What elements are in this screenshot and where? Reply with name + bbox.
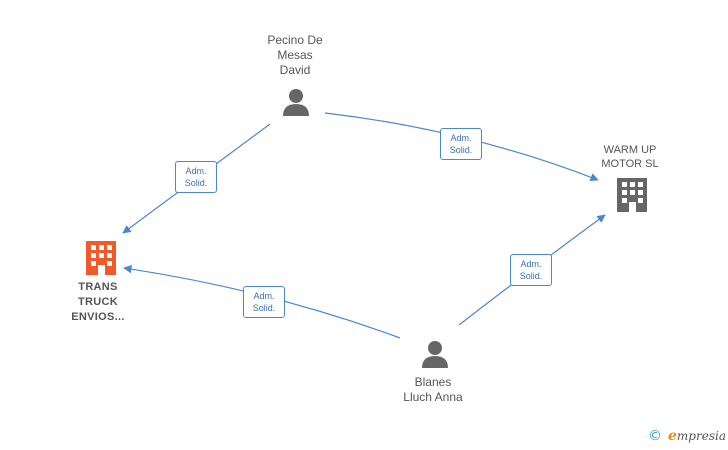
person-icon[interactable] [422, 341, 448, 368]
edge-badge-line2: Solid. [184, 178, 208, 188]
building-highlight-icon[interactable] [86, 241, 116, 275]
node-label-warmup[interactable]: WARM UP MOTOR SL [601, 144, 659, 170]
edge-badge-line2: Solid. [519, 271, 543, 281]
edge-badge-line1: Adm. [253, 291, 275, 301]
edge-badge-pecino-warmup: Adm. Solid. [440, 128, 482, 160]
building-icon[interactable] [617, 178, 647, 212]
node-label-transtruck[interactable]: TRANS TRUCK ENVIOS... [71, 281, 125, 323]
node-label-pecino[interactable]: Pecino De Mesas David [267, 33, 323, 77]
brand-text: mpresia [676, 429, 726, 443]
person-icon[interactable] [283, 89, 309, 116]
brand-logo[interactable]: empresia [668, 428, 726, 444]
edge-badge-line2: Solid. [252, 303, 276, 313]
edge-badge-line1: Adm. [185, 166, 207, 176]
node-label-blanes[interactable]: Blanes Lluch Anna [403, 375, 463, 404]
edge-badge-line1: Adm. [520, 259, 542, 269]
edge-badge-line2: Solid. [449, 145, 473, 155]
copyright-icon: © [648, 428, 662, 444]
edge-badge-blanes-warmup: Adm. Solid. [510, 254, 552, 286]
edge-badge-line1: Adm. [450, 133, 472, 143]
edge-badge-blanes-transtruck: Adm. Solid. [243, 286, 285, 318]
brand-initial: e [668, 428, 677, 444]
edge-badge-pecino-transtruck: Adm. Solid. [175, 161, 217, 193]
